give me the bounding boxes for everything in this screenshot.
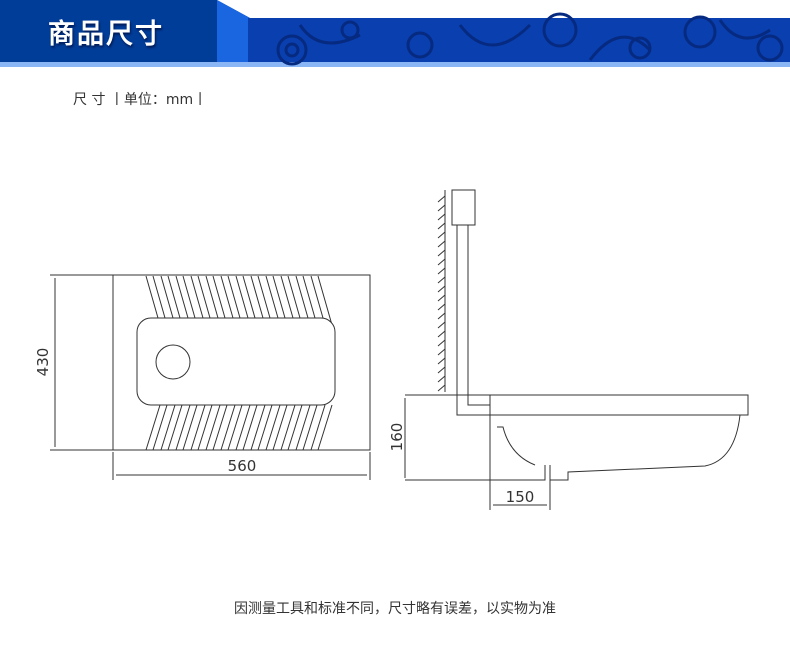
wall-hatch — [437, 285, 446, 293]
stripe-line — [317, 275, 333, 326]
stripe-line — [212, 404, 228, 451]
stripe-line — [220, 404, 236, 451]
stripe-line — [242, 404, 258, 451]
stripe-line — [287, 275, 303, 326]
wall-hatch — [437, 204, 446, 212]
stripe-line — [197, 275, 213, 326]
wall-hatch — [437, 267, 446, 275]
stripe-line — [317, 404, 333, 451]
stripe-line — [250, 275, 266, 326]
width-dimension: 560 — [228, 457, 257, 475]
wall-hatch — [437, 366, 446, 374]
stripe-line — [167, 404, 183, 451]
unit-label: 尺 寸 丨单位：mm丨 — [73, 92, 208, 108]
stripe-line — [280, 275, 296, 326]
stripe-line — [272, 404, 288, 451]
stripe-line — [175, 404, 191, 451]
wall-hatch — [437, 375, 446, 383]
disclaimer-note: 因测量工具和标准不同，尺寸略有误差，以实物为准 — [234, 601, 556, 617]
stripe-line — [257, 275, 273, 326]
section-header: 商品尺寸 — [0, 0, 790, 70]
stripe-line — [152, 275, 168, 326]
stripe-line — [145, 275, 161, 326]
offset-dimension: 150 — [506, 488, 535, 506]
stripe-line — [205, 275, 221, 326]
stripe-line — [145, 404, 161, 451]
wall-hatch — [437, 357, 446, 365]
stripe-line — [160, 275, 176, 326]
stripe-line — [190, 404, 206, 451]
stripe-line — [227, 275, 243, 326]
stripe-line — [227, 404, 243, 451]
floral-pattern — [276, 12, 784, 66]
wall-hatch — [437, 240, 446, 248]
section-title: 商品尺寸 — [48, 19, 164, 50]
wall-hatch — [437, 258, 446, 266]
stripe-line — [190, 275, 206, 326]
stripe-line — [182, 404, 198, 451]
stripe-line — [242, 275, 258, 326]
stripe-line — [287, 404, 303, 451]
stripe-line — [265, 404, 281, 451]
wall-hatch — [437, 195, 446, 203]
stripe-line — [212, 275, 228, 326]
header-banner — [0, 0, 790, 67]
wall-hatch — [437, 222, 446, 230]
stripe-line — [160, 404, 176, 451]
stripe-line — [302, 404, 318, 451]
stripe-line — [220, 275, 236, 326]
wall-hatch — [437, 294, 446, 302]
side-view — [404, 189, 749, 510]
stripe-line — [265, 275, 281, 326]
wall-hatch — [437, 321, 446, 329]
stripe-line — [182, 275, 198, 326]
stripe-line — [295, 275, 311, 326]
stripe-line — [257, 404, 273, 451]
stripe-line — [272, 275, 288, 326]
wall-hatch — [437, 276, 446, 284]
top-view — [50, 274, 371, 480]
stripe-line — [205, 404, 221, 451]
wall-hatch — [437, 348, 446, 356]
wall-hatch — [437, 213, 446, 221]
wall-hatch — [437, 312, 446, 320]
wall-hatch — [437, 231, 446, 239]
stripe-line — [250, 404, 266, 451]
stripe-line — [235, 275, 251, 326]
stripe-line — [280, 404, 296, 451]
stripe-line — [167, 275, 183, 326]
stripe-line — [152, 404, 168, 451]
stripe-line — [175, 275, 191, 326]
stripe-line — [235, 404, 251, 451]
wall-hatch — [437, 384, 446, 392]
stripe-line — [302, 275, 318, 326]
stripe-line — [295, 404, 311, 451]
depth-dimension: 430 — [34, 348, 52, 377]
wall-hatch — [437, 303, 446, 311]
stripe-line — [310, 404, 326, 451]
wall-hatch — [437, 249, 446, 257]
height-dimension: 160 — [388, 423, 406, 452]
wall-hatch — [437, 339, 446, 347]
stripe-line — [197, 404, 213, 451]
stripe-line — [310, 275, 326, 326]
wall-hatch — [437, 330, 446, 338]
